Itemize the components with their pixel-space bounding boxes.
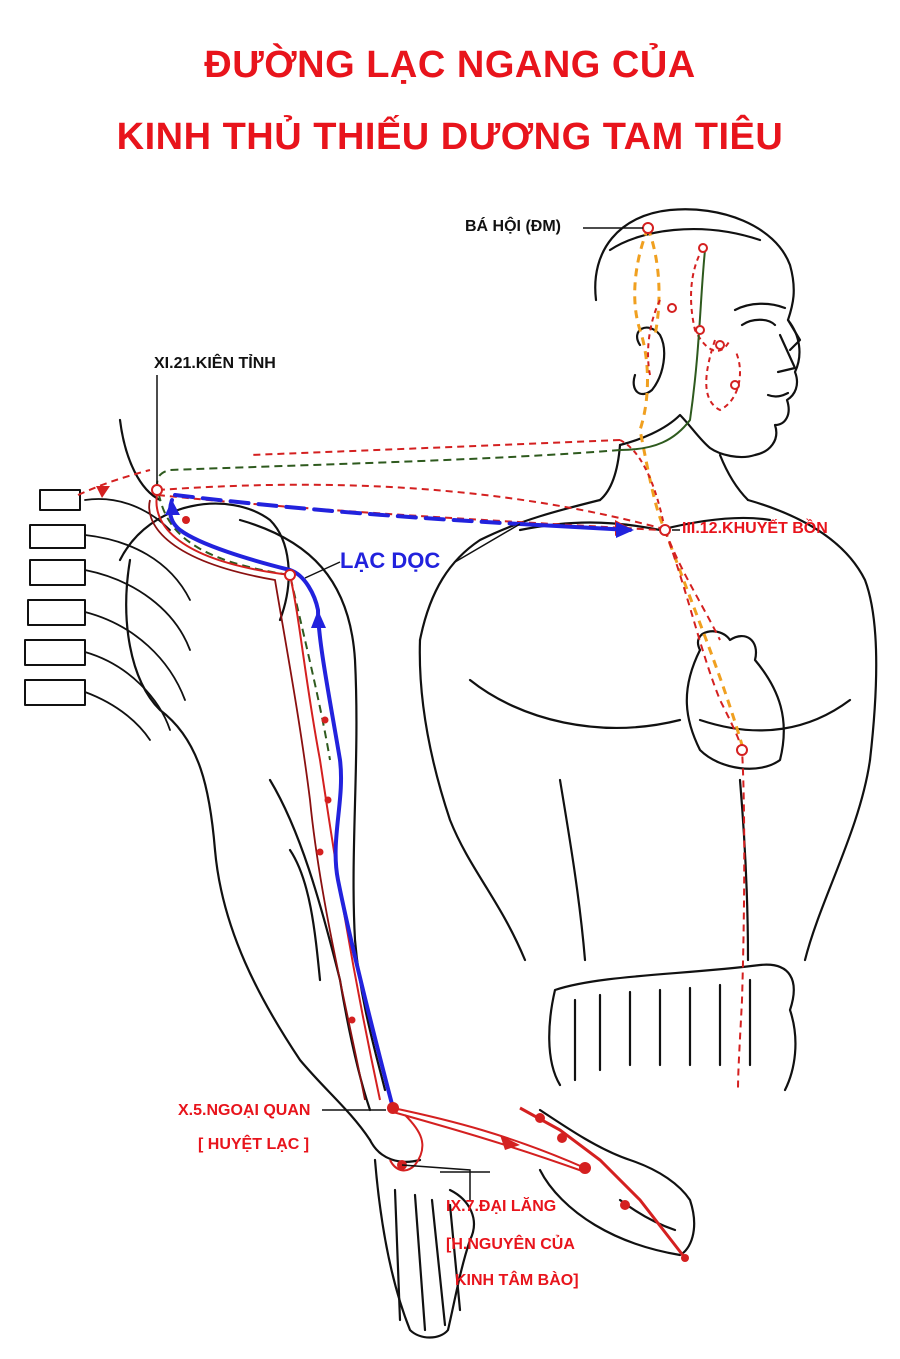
meridian-red-hand — [389, 1106, 687, 1259]
face-profile — [786, 318, 802, 352]
mouth — [766, 391, 790, 398]
nose — [776, 333, 797, 374]
arrowheads-blue — [165, 500, 634, 628]
wrist — [368, 1138, 422, 1163]
pectoral-right — [698, 698, 852, 732]
title-line-2: KINH THỦ THIẾU DƯƠNG TAM TIÊU — [116, 116, 784, 158]
torso-left — [418, 638, 527, 962]
meridian-green — [156, 449, 621, 761]
meridian-dark-arm — [148, 499, 366, 1101]
point-ba-hoi — [642, 222, 654, 234]
head-outline — [594, 208, 801, 459]
pectoral-left — [468, 678, 682, 729]
label-ba-hoi: BÁ HỘI (ĐM) — [465, 218, 561, 235]
neck-front — [718, 453, 750, 502]
torso-right — [803, 758, 872, 962]
lac-doc-solid — [168, 498, 395, 1110]
leader-dai-lang — [401, 1164, 490, 1200]
leader-lac-doc — [304, 523, 521, 579]
hand-right — [538, 1108, 696, 1257]
label-dai-lang: IX.7.ĐẠI LĂNG — [446, 1198, 557, 1215]
lac-doc-end — [518, 522, 632, 532]
point-kien-tinh — [151, 484, 163, 496]
point-ngoai-quan — [387, 1102, 399, 1114]
label-tam-bao: KINH TÂM BÀO] — [455, 1272, 579, 1289]
head-meridian-red — [619, 247, 741, 531]
lac-doc-blue — [168, 493, 632, 1110]
label-khuyet-bon: III.12.KHUYẾT BỒN — [682, 520, 828, 537]
abdomen — [558, 778, 750, 962]
label-nguyen: [H.NGUYÊN CỦA — [446, 1236, 575, 1253]
upper-arm-inner — [125, 558, 372, 1142]
fingers-left — [393, 1188, 462, 1332]
upper-arm-outer — [238, 518, 387, 1092]
intestine-folds — [573, 978, 752, 1082]
label-kien-tinh: XI.21.KIÊN TỈNH — [154, 355, 276, 372]
eye — [740, 318, 777, 327]
leader-lines — [156, 227, 680, 1200]
hand-left — [373, 1158, 475, 1339]
neck-to-left-shoulder — [418, 498, 602, 642]
spine — [24, 489, 86, 706]
label-huyet-lac: [ HUYỆT LẠC ] — [198, 1136, 310, 1153]
acupoints — [151, 222, 748, 756]
head-meridian-orange — [633, 227, 744, 746]
large-intestine — [548, 963, 797, 1092]
lac-doc-dashed — [173, 493, 522, 526]
eyebrow — [733, 302, 787, 312]
neck-back — [598, 443, 622, 502]
shoulder-left — [118, 418, 162, 502]
acupoints-filled — [182, 516, 689, 1262]
heart — [685, 630, 785, 770]
title-line-1: ĐƯỜNG LẠC NGANG CỦA — [204, 44, 696, 86]
point-khuyet-bon — [659, 524, 671, 536]
shoulder-right — [746, 498, 878, 762]
label-lac-doc: LẠC DỌC — [340, 548, 441, 573]
body-outline — [24, 208, 878, 1339]
meridian-red-arm — [155, 489, 381, 1101]
ear — [632, 326, 666, 396]
meridian-green-head — [619, 249, 706, 451]
label-ngoai-quan: X.5.NGOẠI QUAN — [178, 1102, 311, 1119]
hair-line — [608, 227, 762, 252]
elbow — [288, 848, 322, 982]
ribs — [84, 498, 191, 741]
meridian-red-shoulder — [77, 439, 746, 1091]
point-dai-lang — [579, 1162, 591, 1174]
